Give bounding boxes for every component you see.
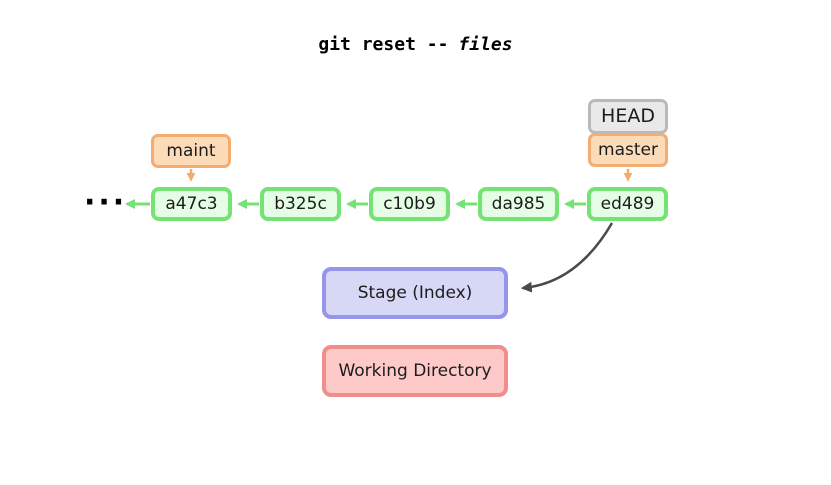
commit-node: ed489 — [587, 187, 668, 221]
diagram-title: git reset -- files — [0, 34, 831, 55]
commit-node: c10b9 — [369, 187, 450, 221]
head-ref-box: HEAD — [588, 99, 668, 134]
reset-curve-arrow — [520, 222, 614, 293]
branch-maint-box: maint — [151, 134, 231, 168]
history-ellipsis: ··· — [84, 185, 128, 220]
stage-index-box: Stage (Index) — [322, 267, 508, 319]
title-command: git reset -- — [318, 34, 449, 55]
title-argument: files — [458, 34, 513, 55]
branch-master-box: master — [588, 133, 668, 167]
commit-node: a47c3 — [151, 187, 232, 221]
working-directory-box: Working Directory — [322, 345, 508, 397]
commit-node: da985 — [478, 187, 559, 221]
commit-node: b325c — [260, 187, 341, 221]
